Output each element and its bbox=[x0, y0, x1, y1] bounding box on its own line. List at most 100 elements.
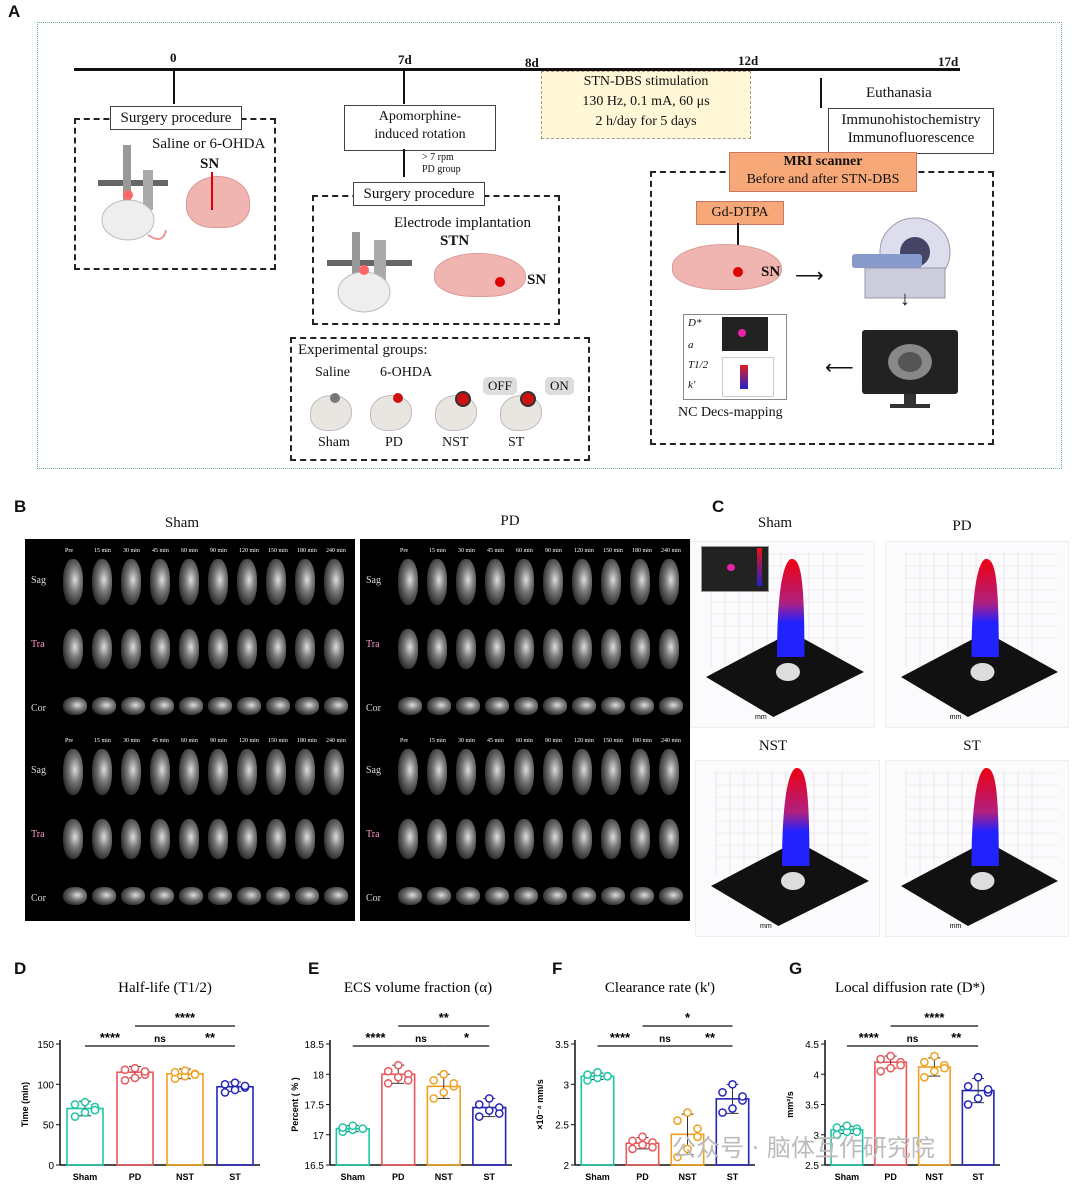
panel-label-a: A bbox=[8, 2, 21, 21]
timeline-axis bbox=[74, 68, 960, 71]
data-point bbox=[876, 1054, 885, 1064]
mri-slice-image bbox=[208, 819, 228, 859]
mri-slice-image bbox=[237, 749, 257, 795]
y-tick-label: 18 bbox=[313, 1070, 325, 1081]
group-nst-off-badge: OFF bbox=[483, 377, 517, 395]
surface-panel-title: Sham bbox=[757, 515, 793, 531]
bar bbox=[580, 1075, 615, 1166]
mri-slice-image bbox=[601, 819, 621, 859]
mri-slice-image bbox=[179, 819, 199, 859]
mri-time-label: Pre bbox=[65, 738, 73, 744]
sn-label-2: SN bbox=[527, 272, 547, 288]
mri-slice-image bbox=[237, 559, 257, 605]
panel-label-b: B bbox=[14, 497, 27, 516]
data-point bbox=[429, 1094, 439, 1103]
mri-slice-image bbox=[92, 559, 112, 605]
mri-slice-image bbox=[601, 887, 625, 905]
groups-frame bbox=[290, 337, 590, 461]
mri-slice-image bbox=[121, 819, 141, 859]
mri-slice-image bbox=[295, 887, 319, 905]
map-param-d: D* bbox=[688, 317, 702, 329]
stim-line1: STN-DBS stimulation bbox=[583, 74, 709, 89]
surface-plot: mm bbox=[695, 760, 880, 937]
panel-label-c: C bbox=[712, 497, 725, 516]
mri-slice-image bbox=[208, 749, 228, 795]
y-tick-label: 100 bbox=[37, 1080, 54, 1091]
y-tick-label: 3.5 bbox=[555, 1040, 569, 1051]
mri-slice-image bbox=[630, 629, 650, 669]
data-point bbox=[474, 1112, 484, 1121]
data-point bbox=[439, 1088, 449, 1097]
mri-slice-image bbox=[514, 629, 534, 669]
stim-line2: 130 Hz, 0.1 mA, 60 μs bbox=[582, 94, 710, 109]
mri-slice-image bbox=[398, 697, 422, 715]
monitor-icon bbox=[860, 328, 960, 412]
mri-time-label: 240 min bbox=[326, 548, 346, 554]
watermark: 公众号 · 脑体互作研究院 bbox=[672, 1134, 935, 1162]
mri-slice-image bbox=[295, 749, 315, 795]
mri-time-label: 180 min bbox=[632, 738, 652, 744]
mri-slice-image bbox=[63, 629, 83, 669]
mri-slice-image bbox=[427, 749, 447, 795]
surgery2-box: Surgery procedure bbox=[353, 182, 485, 206]
data-point bbox=[886, 1051, 895, 1061]
mri-slice-image bbox=[514, 887, 538, 905]
data-point bbox=[70, 1112, 80, 1121]
mri-slice-image bbox=[601, 559, 621, 605]
mri-slice-image bbox=[543, 749, 563, 795]
data-point bbox=[648, 1142, 657, 1152]
mri-row-label: Tra bbox=[31, 829, 45, 840]
mri-slice-image bbox=[266, 697, 290, 715]
mri-time-label: 90 min bbox=[210, 738, 227, 744]
mri-slice-image bbox=[543, 887, 567, 905]
mri-slice-image bbox=[456, 887, 480, 905]
data-point bbox=[683, 1108, 692, 1117]
mri-slice-image bbox=[324, 629, 344, 669]
mri-slice-image bbox=[630, 559, 650, 605]
mri-slice-image bbox=[208, 887, 232, 905]
mri-row-label: Sag bbox=[366, 765, 381, 776]
y-tick-label: 16.5 bbox=[305, 1161, 325, 1172]
mri-row-label: Tra bbox=[31, 639, 45, 650]
mri-slice-image bbox=[572, 629, 592, 669]
mri-slice-image bbox=[266, 887, 290, 905]
mapping-table: D* a T1/2 k' bbox=[683, 314, 787, 400]
mri-slice-image bbox=[208, 697, 232, 715]
mri-slice-image bbox=[659, 697, 683, 715]
mri-time-label: 120 min bbox=[574, 738, 594, 744]
mri-slice-image bbox=[63, 819, 83, 859]
mri-time-label: 45 min bbox=[152, 738, 169, 744]
mri-time-label: 45 min bbox=[487, 548, 504, 554]
y-tick-label: 2.5 bbox=[555, 1121, 569, 1132]
mri-slice-image bbox=[121, 749, 141, 795]
mri-slice-image bbox=[266, 559, 286, 605]
x-tick-label: NST bbox=[435, 1172, 454, 1182]
significance-label: ** bbox=[439, 1010, 450, 1025]
rat-pd-icon bbox=[370, 395, 412, 431]
data-point bbox=[842, 1121, 852, 1131]
data-point bbox=[983, 1085, 993, 1094]
data-point bbox=[728, 1104, 737, 1113]
brain-sagittal-icon-1 bbox=[434, 253, 526, 297]
mri-slice-image bbox=[398, 819, 418, 859]
data-point bbox=[130, 1073, 140, 1083]
y-tick-label: 3.5 bbox=[805, 1101, 819, 1112]
significance-label: ns bbox=[415, 1034, 427, 1045]
mri-time-label: 90 min bbox=[545, 548, 562, 554]
significance-label: ns bbox=[907, 1034, 919, 1045]
mri-machine-icon bbox=[850, 214, 956, 306]
data-point bbox=[90, 1105, 100, 1115]
groups-row: Saline 6-OHDA OFF ON Sham PD NST ST bbox=[300, 365, 590, 455]
significance-label: ** bbox=[705, 1030, 716, 1045]
data-point bbox=[484, 1094, 494, 1103]
data-point bbox=[494, 1109, 504, 1118]
significance-label: **** bbox=[924, 1010, 945, 1025]
mri-time-label: 150 min bbox=[603, 738, 623, 744]
mri-slice-image bbox=[456, 559, 476, 605]
mri-slice-image bbox=[179, 887, 203, 905]
mri-slice-image bbox=[630, 697, 654, 715]
x-tick-label: NST bbox=[176, 1172, 195, 1182]
mri-slice-image bbox=[92, 697, 116, 715]
